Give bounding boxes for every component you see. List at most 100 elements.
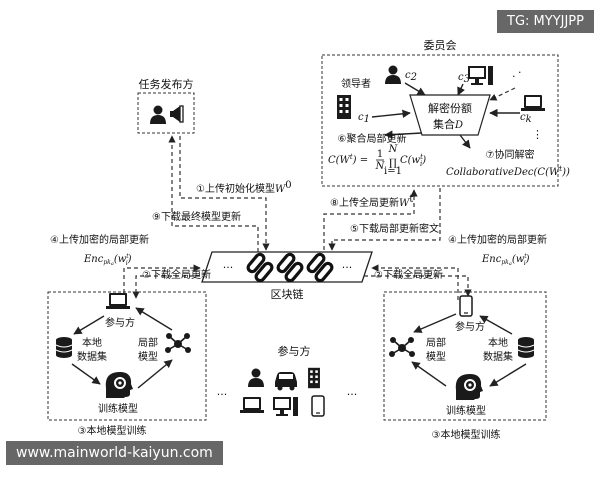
arrow-to-aggregate [384, 130, 423, 139]
person-icon [248, 368, 264, 387]
laptop-icon-ck [521, 95, 545, 111]
arrow-right-3 [489, 363, 527, 387]
committee-ellipsis-top: · [512, 70, 516, 83]
arrow-right-1 [413, 313, 457, 333]
member-c2: c2 [405, 70, 417, 83]
formula-lhs: C(Wt) = [328, 153, 368, 166]
center-participants: 参与方 ··· ··· [217, 344, 358, 417]
arrow-left-1 [73, 315, 105, 335]
arrow-dotted [489, 87, 516, 101]
ai-head-icon [454, 373, 484, 401]
committee: 委员会 领导者 c1 c2 c3 · · ck ⋮ 解密份额 集合D ⑥聚合局部… [321, 39, 570, 187]
committee-label: 委员会 [424, 39, 457, 52]
phone-icon [311, 395, 325, 417]
right-participant: 参与方 局部 模型 本地 数据集 训练模型 ③本地模型训练 [383, 291, 547, 441]
decryption-share-line2: 集合D [433, 117, 463, 131]
step5-label: ⑤下载局部更新密文 [350, 222, 439, 235]
arrow-step4-left [123, 264, 201, 300]
left-data-line1: 本地 [82, 336, 102, 349]
task-publisher: 任务发布方 [137, 77, 195, 134]
blockchain-ellipsis-left: ··· [223, 261, 234, 274]
committee-ellipsis-top2: · [518, 66, 522, 79]
formula-frac-num: 1 [377, 149, 383, 160]
arrow-step1 [179, 136, 270, 251]
left-role-label: 参与方 [105, 316, 135, 329]
member-ck: ck [520, 112, 532, 125]
ai-head-icon [104, 371, 134, 399]
formula-prod-bot: i=1 [384, 166, 402, 177]
blockchain-label: 区块链 [271, 287, 304, 301]
step9-label: ⑨下载最终模型更新 [152, 210, 241, 223]
network-icon [388, 336, 416, 358]
right-model-line2: 模型 [426, 350, 446, 363]
arrow-right-4 [411, 361, 447, 387]
left-data-line2: 数据集 [77, 350, 107, 363]
laptop-icon [106, 293, 130, 309]
blockchain: ··· ··· 区块链 [201, 251, 373, 301]
arrow-left-2 [71, 363, 101, 385]
step4-right-label: ④上传加密的局部更新 [448, 233, 547, 246]
committee-box [321, 54, 559, 187]
megaphone-icon [170, 105, 184, 123]
leader-label: 领导者 [341, 77, 371, 90]
phone-icon [459, 295, 473, 317]
leader-c: c1 [358, 112, 370, 125]
step2-right-label: ②下载全局更新 [374, 268, 443, 281]
left-participant-box [47, 291, 207, 421]
right-data-line2: 数据集 [483, 350, 513, 363]
right-participant-box [383, 291, 547, 421]
decryption-share-line1: 解密份额 [428, 101, 472, 115]
left-train-label: 训练模型 [98, 402, 138, 415]
committee-ellipsis-right: ⋮ [532, 128, 543, 141]
right-model-line1: 局部 [426, 336, 446, 349]
person-icon-c2 [385, 65, 401, 84]
blockchain-ellipsis-right: ··· [342, 261, 353, 274]
car-icon [275, 372, 297, 391]
left-model-line2: 模型 [138, 350, 158, 363]
arrow-step2-left [132, 275, 200, 299]
desktop-icon [468, 66, 493, 85]
step4-left-label: ④上传加密的局部更新 [50, 233, 149, 246]
arrow-c2 [404, 82, 426, 96]
center-participants-label: 参与方 [278, 344, 311, 358]
step1-label: ①上传初始化模型W0 [196, 180, 292, 195]
formula-prod-top: N [388, 144, 399, 155]
watermark-top: TG: MYYJJPP [497, 10, 594, 33]
right-role-label: 参与方 [455, 320, 485, 333]
arrow-c1 [371, 109, 411, 118]
arrow-right-2 [479, 315, 513, 335]
member-c3: c3 [458, 72, 470, 85]
step6-label: ⑥聚合局部更新 [338, 132, 407, 145]
formula-frac-den: N [375, 161, 386, 172]
center-ellipsis-left: ··· [217, 388, 228, 401]
collaborative-dec: CollaborativeDec(C(Wt)) [446, 165, 570, 178]
step7-label: ⑦协同解密 [486, 148, 535, 161]
building-icon [308, 367, 320, 389]
building-icon [337, 95, 351, 119]
right-data-line1: 本地 [488, 336, 508, 349]
formula-prod: ∏ [389, 158, 397, 169]
step8-label: ⑧上传全局更新Wt [330, 194, 413, 209]
arrow-left-3 [137, 359, 173, 389]
arrow-to-decrypt [459, 134, 471, 149]
left-model-line1: 局部 [138, 336, 158, 349]
left-participant: 参与方 本地 数据集 局部 模型 训练模型 ③本地模型训练 [47, 291, 207, 437]
task-publisher-label: 任务发布方 [139, 77, 194, 91]
arrow-step8 [323, 189, 418, 250]
watermark-bottom: www.mainworld-kaiyun.com [6, 441, 223, 465]
step2-left-label: ②下载全局更新 [142, 268, 211, 281]
right-caption: ③本地模型训练 [432, 428, 501, 441]
arrow-step9 [168, 135, 259, 252]
arrow-left-4 [135, 307, 173, 331]
database-icon [517, 336, 535, 359]
laptop-icon [240, 397, 264, 413]
center-ellipsis-right: ··· [347, 388, 358, 401]
network-icon [164, 332, 192, 354]
right-train-label: 训练模型 [446, 404, 486, 417]
arrow-step4-right [371, 264, 459, 300]
